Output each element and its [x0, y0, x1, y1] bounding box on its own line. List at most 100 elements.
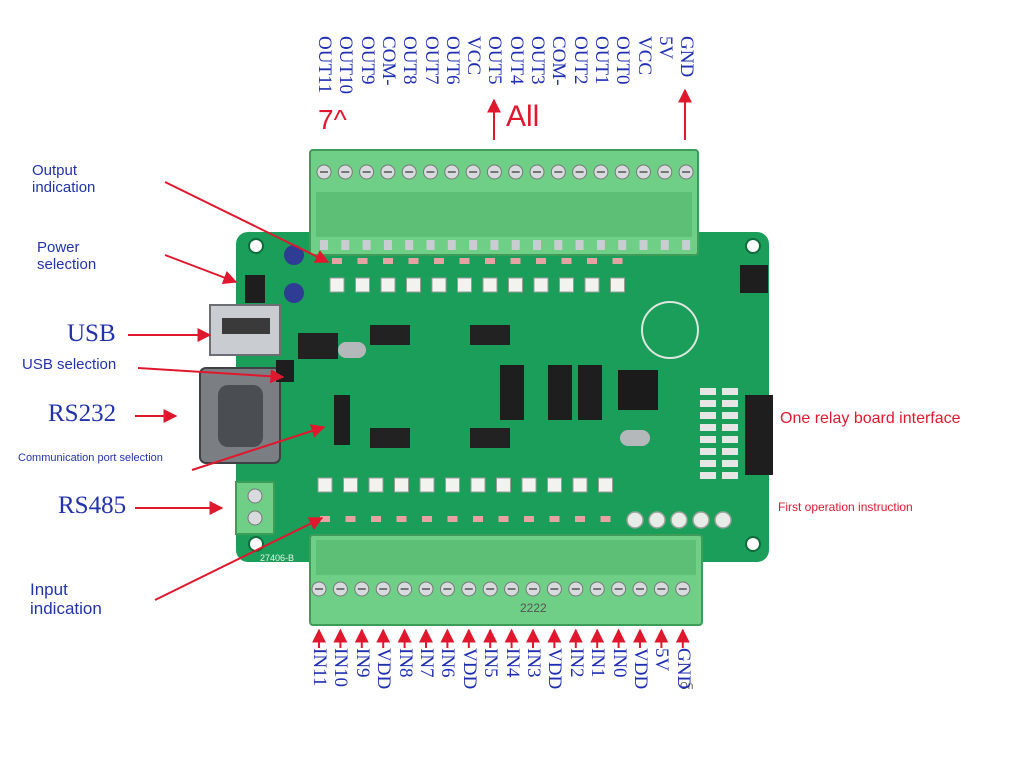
- terminal-pin: [320, 240, 328, 250]
- input-led: [524, 516, 534, 522]
- bottom-pin-label: IN8: [394, 648, 416, 678]
- optocoupler: [368, 477, 384, 493]
- bottom-pin-label: IN3: [523, 648, 544, 678]
- power-jumper: [245, 275, 265, 303]
- mount-hole: [745, 536, 761, 552]
- bottom-pin-label: IN9: [351, 648, 373, 678]
- optocoupler: [317, 477, 333, 493]
- chip: [470, 428, 510, 448]
- optocoupler: [343, 477, 358, 493]
- output-led: [485, 258, 495, 264]
- label-first-operation: First operation instruction: [778, 500, 913, 514]
- top-pin-label: VCC: [633, 36, 655, 76]
- output-led: [587, 258, 597, 264]
- comm-jumper: [334, 395, 350, 445]
- top-pin-label: OUT3: [527, 36, 548, 85]
- output-led: [383, 258, 393, 264]
- top-pin-label: OUT6: [441, 36, 463, 85]
- terminal-pin: [575, 240, 584, 250]
- terminal-pin: [341, 240, 350, 250]
- input-led: [575, 516, 585, 522]
- input-led: [498, 516, 509, 522]
- terminal-pin: [447, 240, 456, 250]
- tact-button: [648, 511, 666, 529]
- smd-resistor: [700, 400, 716, 407]
- top-pin-label: VCC: [463, 36, 485, 76]
- optocoupler: [470, 477, 486, 493]
- smd-resistor: [722, 472, 738, 479]
- bottom-pin-label: VDD: [544, 648, 566, 690]
- optocoupler: [329, 277, 345, 293]
- output-led: [561, 258, 572, 264]
- top-note-left: 7^: [318, 104, 347, 135]
- terminal-pin: [490, 240, 499, 250]
- mount-hole: [745, 238, 761, 254]
- smd-resistor: [722, 412, 738, 419]
- terminal-pin: [405, 240, 414, 250]
- optocoupler: [610, 277, 625, 293]
- top-pin-label: COM-: [548, 36, 570, 86]
- top-pin-label: OUT11: [314, 36, 335, 94]
- input-led: [549, 516, 560, 522]
- chip: [370, 428, 410, 448]
- bottom-pin-label: IN1: [587, 648, 609, 678]
- terminal-pin: [511, 240, 520, 250]
- tact-button: [670, 511, 688, 529]
- header-top-right: [740, 265, 768, 293]
- bottom-pin-label: 5V: [651, 648, 673, 672]
- bottom-pin-label: VDD: [630, 648, 651, 690]
- label-output-indication: Output indication: [32, 162, 96, 196]
- bottom-pin-label: IN7: [416, 648, 437, 678]
- optocoupler: [598, 477, 613, 493]
- usb-jumper: [276, 360, 294, 382]
- top-pin-label: OUT5: [484, 36, 506, 85]
- optocoupler: [380, 277, 396, 293]
- output-led: [459, 258, 470, 264]
- bottom-pin-label: IN0: [608, 648, 630, 678]
- label-rs485: RS485: [58, 492, 127, 519]
- coin-cell-battery: [641, 301, 699, 359]
- smd-resistor: [700, 388, 716, 395]
- label-usb: USB: [67, 320, 116, 347]
- top-pin-label: OUT0: [612, 36, 634, 85]
- bottom-pin-label: IN2: [565, 648, 587, 678]
- top-pin-label: OUT8: [399, 36, 421, 85]
- bottom-pin-label: IN6: [437, 648, 459, 678]
- capacitor: [284, 283, 304, 303]
- board-model-label: 27406-B: [260, 553, 294, 563]
- input-led: [600, 516, 611, 522]
- tact-button: [692, 511, 710, 529]
- output-led: [536, 258, 546, 264]
- bottom-pin-label: IN10: [330, 648, 352, 688]
- pin-header: [578, 365, 602, 420]
- bottom-pin-label: VDD: [458, 648, 480, 690]
- pointer-comm-port: [191, 424, 326, 471]
- input-led: [371, 516, 381, 522]
- output-led: [332, 258, 342, 264]
- capacitor: [284, 245, 304, 265]
- input-led: [396, 516, 407, 522]
- label-usb-selection: USB selection: [22, 356, 117, 373]
- top-pin-label: COM-: [377, 36, 399, 86]
- pointer-output: [164, 181, 330, 263]
- optocoupler: [508, 277, 523, 293]
- terminal-pin: [639, 240, 648, 250]
- bottom-pin-label: IN11: [309, 648, 330, 687]
- optocoupler: [394, 477, 409, 493]
- optocoupler: [355, 277, 370, 293]
- smd-resistor: [700, 436, 716, 443]
- smd-resistor: [722, 388, 738, 395]
- smd-resistor: [722, 460, 738, 467]
- bottom-pin-label: IN5: [480, 648, 502, 678]
- smd-resistor: [722, 448, 738, 455]
- bottom-pin-label: VDD: [373, 648, 395, 690]
- output-led: [612, 258, 623, 264]
- input-led: [345, 516, 356, 522]
- label-rs232: RS232: [48, 400, 117, 427]
- terminal-pin: [533, 240, 541, 250]
- smd-resistor: [700, 424, 716, 431]
- optocoupler: [584, 277, 600, 293]
- terminal-pin: [682, 240, 691, 250]
- optocoupler: [419, 477, 435, 493]
